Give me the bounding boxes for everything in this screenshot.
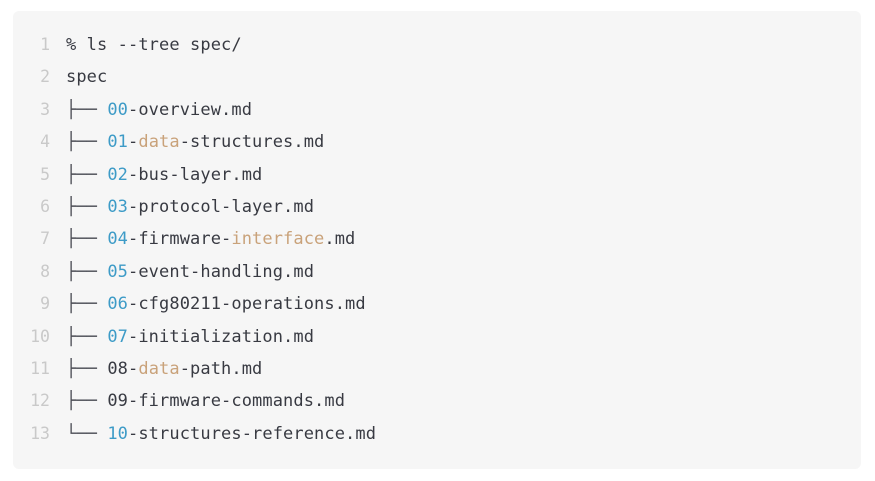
- code-line-list: 1 % ls --tree spec/2 spec 3 ├── 00-overview.…: [13, 29, 861, 450]
- code-line: 13 └── 10-structures-reference.md: [13, 418, 861, 450]
- code-line-text: ├── 08-data-path.md: [66, 353, 262, 385]
- line-number: 2: [40, 67, 50, 87]
- line-number: 11: [30, 358, 50, 378]
- code-token: ├──: [66, 326, 108, 347]
- code-token: ├──: [66, 358, 108, 379]
- line-number: 4: [40, 132, 50, 152]
- code-token: -structures-reference.md: [128, 423, 377, 444]
- code-token: ├──: [66, 229, 108, 250]
- code-token: -initialization.md: [128, 326, 315, 347]
- code-token: spec: [66, 67, 108, 88]
- code-token: 02: [107, 164, 129, 185]
- line-number: 12: [30, 391, 50, 411]
- code-token: interface: [231, 229, 325, 250]
- code-line-text: ├── 04-firmware-interface.md: [66, 223, 355, 255]
- code-line: 7 ├── 04-firmware-interface.md: [13, 223, 861, 255]
- line-number: 9: [40, 294, 50, 314]
- code-token: -: [128, 132, 139, 153]
- code-token: % ls --tree spec/: [66, 35, 242, 55]
- code-line: 12 ├── 09-firmware-commands.md: [13, 385, 861, 417]
- code-token: data: [138, 132, 180, 153]
- code-token: 00: [107, 99, 129, 120]
- line-number: 8: [40, 261, 50, 281]
- code-line-text: ├── 03-protocol-layer.md: [66, 191, 314, 223]
- code-line: 10 ├── 07-initialization.md: [13, 321, 861, 353]
- line-number: 7: [40, 229, 50, 249]
- code-line-text: ├── 05-event-handling.md: [66, 256, 314, 288]
- code-token: -protocol-layer.md: [128, 196, 315, 217]
- code-token: 03: [107, 196, 129, 217]
- code-token: 04: [107, 229, 129, 250]
- code-line-text: └── 10-structures-reference.md: [66, 418, 376, 450]
- code-token: ├──: [66, 261, 108, 282]
- code-token: 07: [107, 326, 129, 347]
- code-line: 11 ├── 08-data-path.md: [13, 353, 861, 385]
- code-line: 3 ├── 00-overview.md: [13, 94, 861, 126]
- code-line-text: % ls --tree spec/: [66, 29, 242, 61]
- code-token: ├──: [66, 391, 108, 412]
- code-line-text: spec: [66, 61, 107, 93]
- code-token: 06: [107, 294, 129, 315]
- line-number: 10: [30, 326, 50, 346]
- code-token: -event-handling.md: [128, 261, 315, 282]
- code-line: 5 ├── 02-bus-layer.md: [13, 159, 861, 191]
- code-token: -bus-layer.md: [128, 164, 263, 185]
- code-line-text: ├── 07-initialization.md: [66, 321, 314, 353]
- code-token: ├──: [66, 294, 108, 315]
- code-line: 4 ├── 01-data-structures.md: [13, 126, 861, 158]
- code-line-text: ├── 09-firmware-commands.md: [66, 385, 345, 417]
- code-token: -firmware-: [128, 229, 232, 250]
- code-line: 1 % ls --tree spec/: [13, 29, 861, 61]
- code-token: 08-: [107, 358, 139, 379]
- code-block: 1 % ls --tree spec/2 spec 3 ├── 00-overview.…: [13, 11, 861, 469]
- code-token: 10: [107, 423, 129, 444]
- code-line: 6 ├── 03-protocol-layer.md: [13, 191, 861, 223]
- code-token: └──: [66, 423, 108, 444]
- code-token: data: [138, 358, 180, 379]
- line-number: 3: [40, 99, 50, 119]
- code-token: ├──: [66, 132, 108, 153]
- code-token: .md: [324, 229, 356, 250]
- code-line: 8 ├── 05-event-handling.md: [13, 256, 861, 288]
- line-number: 5: [40, 164, 50, 184]
- line-number: 13: [30, 423, 50, 443]
- code-line-text: ├── 02-bus-layer.md: [66, 159, 262, 191]
- code-token: -structures.md: [179, 132, 325, 153]
- code-token: 09-firmware-commands.md: [107, 391, 346, 412]
- code-token: -overview.md: [128, 99, 253, 120]
- code-line-text: ├── 01-data-structures.md: [66, 126, 324, 158]
- code-token: 05: [107, 261, 129, 282]
- code-token: ├──: [66, 99, 108, 120]
- line-number: 6: [40, 196, 50, 216]
- code-token: ├──: [66, 196, 108, 217]
- code-token: -cfg80211-operations.md: [128, 294, 366, 315]
- code-line: 9 ├── 06-cfg80211-operations.md: [13, 288, 861, 320]
- code-line-text: ├── 00-overview.md: [66, 94, 252, 126]
- code-token: 01: [107, 132, 129, 153]
- line-number: 1: [40, 35, 50, 54]
- code-token: -path.md: [179, 358, 263, 379]
- code-token: ├──: [66, 164, 108, 185]
- code-line-text: ├── 06-cfg80211-operations.md: [66, 288, 366, 320]
- code-line: 2 spec: [13, 61, 861, 93]
